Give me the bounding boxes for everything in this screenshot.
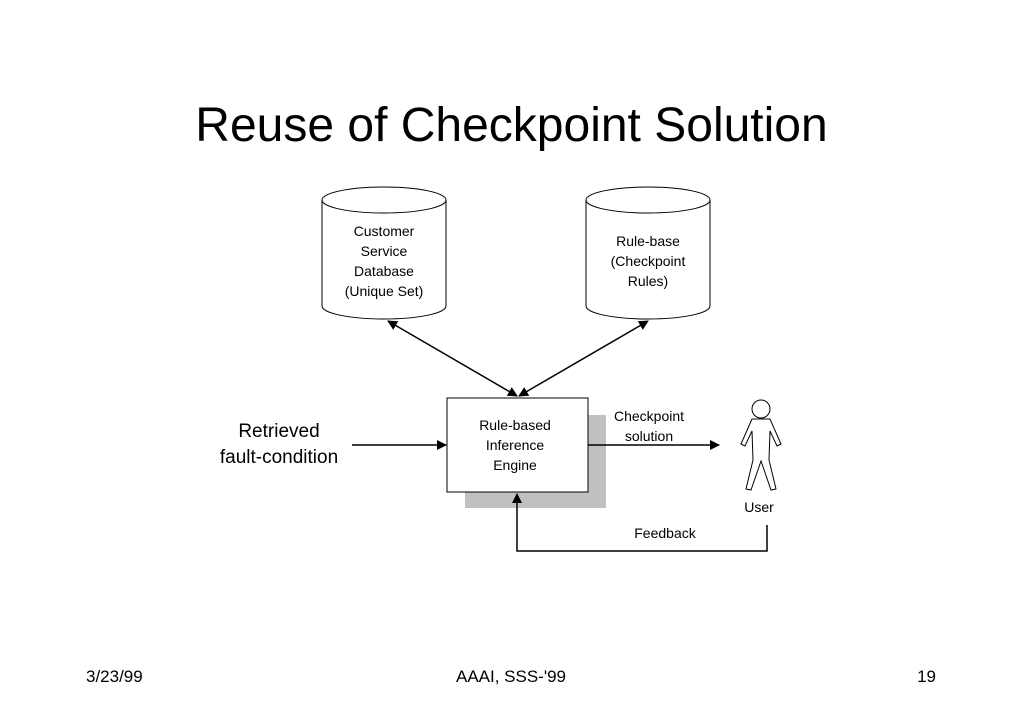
output-line1: Checkpoint (613, 408, 685, 424)
rule-base-cylinder (585, 186, 711, 320)
customer-db-line4: (Unique Set) (344, 283, 424, 299)
output-label: Checkpoint solution (594, 406, 704, 446)
customer-db-label: Customer Service Database (Unique Set) (324, 221, 444, 301)
customer-db-line1: Customer (353, 223, 415, 239)
customer-db-line2: Service (360, 243, 408, 259)
footer-date: 3/23/99 (86, 667, 143, 686)
engine-line3: Engine (493, 457, 537, 473)
user-label: User (744, 499, 774, 515)
customer-db-line3: Database (354, 263, 414, 279)
rule-base-line2: (Checkpoint (610, 253, 686, 269)
input-line2: fault-condition (219, 447, 339, 468)
input-label: Retrieved fault-condition (199, 419, 359, 471)
engine-label: Rule-based Inference Engine (447, 415, 583, 475)
output-line2: solution (624, 428, 674, 444)
input-line1: Retrieved (238, 421, 320, 442)
slide-title: Reuse of Checkpoint Solution (195, 99, 828, 152)
user-icon (740, 399, 782, 491)
engine-box (446, 397, 589, 493)
feedback-label: Feedback (634, 525, 696, 541)
db-engine-arrow (387, 320, 518, 397)
footer-page-number: 19 (917, 667, 936, 686)
footer-event: AAAI, SSS-'99 (455, 667, 567, 686)
rule-base-line1: Rule-base (616, 233, 680, 249)
rule-base-line3: Rules) (627, 273, 669, 289)
rulebase-engine-arrow (518, 320, 649, 397)
feedback-arrow (512, 493, 768, 552)
customer-database-cylinder (321, 186, 447, 320)
rule-base-label: Rule-base (Checkpoint Rules) (588, 231, 708, 291)
engine-line1: Rule-based (479, 417, 551, 433)
engine-line2: Inference (485, 437, 545, 453)
